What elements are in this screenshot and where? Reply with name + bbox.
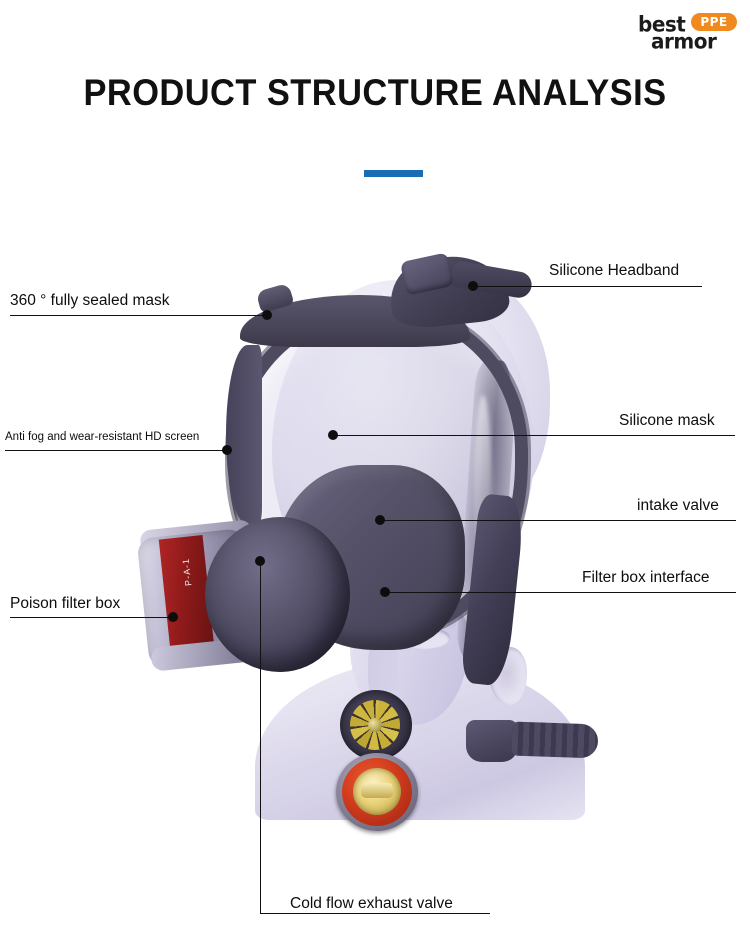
title-divider (364, 170, 423, 177)
brand-name-bottom: armor (651, 28, 717, 54)
callout-label-intake-valve: intake valve (637, 497, 719, 514)
leader-line-sealed-mask (10, 315, 267, 316)
leader-dot-hd-screen (222, 445, 232, 455)
leader-dot-silicone-mask (328, 430, 338, 440)
callout-label-silicone-mask: Silicone mask (619, 412, 715, 429)
leader-dot-sealed-mask (262, 310, 272, 320)
callout-label-exhaust-valve: Cold flow exhaust valve (290, 895, 453, 912)
leader-line-exhaust-valve-vertical (260, 561, 261, 913)
leader-dot-intake-valve (375, 515, 385, 525)
leader-line-intake-valve (382, 520, 736, 521)
ppe-badge: PPE (691, 13, 737, 31)
callout-label-filter-box: Poison filter box (10, 595, 121, 612)
intake-valve-hub (368, 718, 382, 732)
leader-dot-headband (468, 281, 478, 291)
leader-line-silicone-mask (335, 435, 735, 436)
strap-buckle (466, 720, 518, 762)
leader-line-filter-interface (386, 592, 736, 593)
leader-dot-filter-box (168, 612, 178, 622)
product-photo: P-A-1 (0, 195, 750, 875)
mask-left-rim (226, 345, 262, 525)
callout-label-headband: Silicone Headband (549, 262, 680, 279)
leader-line-headband (472, 286, 702, 287)
leader-line-filter-box (10, 617, 173, 618)
callout-label-hd-screen: Anti fog and wear-resistant HD screen (5, 431, 200, 443)
leader-line-exhaust-valve-horizontal (260, 913, 490, 914)
brand-name-top: best (638, 11, 686, 37)
page-title: PRODUCT STRUCTURE ANALYSIS (83, 72, 667, 113)
headband-tail (511, 721, 599, 759)
exhaust-valve-cover (205, 517, 350, 672)
filter-interface-latch (361, 783, 393, 798)
callout-label-sealed-mask: 360 ° fully sealed mask (10, 292, 170, 309)
brand-logo: best armor PPE (638, 11, 742, 54)
leader-dot-filter-interface (380, 587, 390, 597)
leader-line-hd-screen (5, 450, 227, 451)
callout-label-filter-interface: Filter box interface (582, 569, 710, 586)
